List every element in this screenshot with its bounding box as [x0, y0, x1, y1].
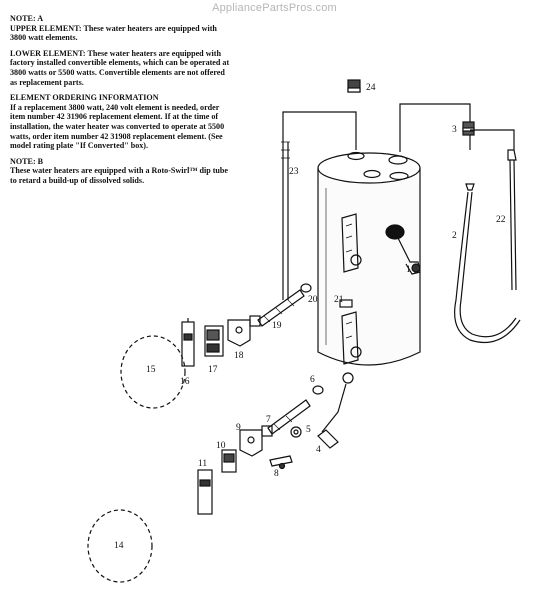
- heat-trap-tube: [470, 129, 517, 291]
- note-b-heading: NOTE: B: [10, 156, 44, 166]
- upper-element-note: UPPER ELEMENT: These water heaters are e…: [10, 24, 232, 43]
- callout-11: 11: [198, 459, 207, 469]
- callout-18: 18: [234, 351, 244, 361]
- nipple-24: [347, 79, 361, 93]
- note-a-heading: NOTE: A: [10, 14, 44, 23]
- bracket-9: [239, 429, 263, 457]
- rating-plate: [339, 299, 353, 308]
- callout-9: 9: [236, 423, 241, 433]
- diagram-drawing: [87, 79, 521, 583]
- tank-body: [317, 151, 421, 366]
- relief-valve: [385, 224, 421, 275]
- nipple-3: [462, 121, 475, 136]
- thermostat-11: [197, 469, 213, 515]
- callout-20: 20: [308, 295, 318, 305]
- upper-access-cover: [120, 335, 186, 409]
- callout-10: 10: [216, 441, 226, 451]
- notes-panel: NOTE: A UPPER ELEMENT: These water heate…: [10, 14, 232, 192]
- callout-4: 4: [316, 445, 321, 455]
- plug-8: [269, 455, 293, 470]
- bracket-18: [227, 319, 251, 347]
- gasket-6: [312, 385, 324, 395]
- upper-element-text: These water heaters are equipped with 38…: [10, 23, 217, 43]
- leader-line-3: [399, 103, 471, 152]
- note-b-text: These water heaters are equipped with a …: [10, 166, 229, 185]
- thermostat-17: [204, 325, 224, 357]
- callout-2: 2: [452, 231, 457, 241]
- callout-15: 15: [146, 365, 156, 375]
- callout-7: 7: [266, 415, 271, 425]
- thermostat-10: [221, 449, 237, 473]
- callout-1: 1: [406, 265, 411, 275]
- drain-valve: [290, 372, 354, 449]
- ordering-heading: ELEMENT ORDERING INFORMATION: [10, 93, 159, 103]
- upper-element-label: UPPER ELEMENT:: [10, 23, 82, 33]
- lower-element-text: These water heaters are equipped with fa…: [10, 48, 230, 87]
- lower-element-note: LOWER ELEMENT: These water heaters are e…: [10, 49, 232, 87]
- callout-23: 23: [289, 167, 299, 177]
- callout-8: 8: [274, 469, 279, 479]
- dip-tube: [454, 183, 521, 344]
- ordering-text: If a replacement 3800 watt, 240 volt ele…: [10, 102, 225, 151]
- callout-19: 19: [272, 321, 282, 331]
- lower-element-label: LOWER ELEMENT:: [10, 48, 86, 58]
- callout-5: 5: [306, 425, 311, 435]
- callout-24: 24: [366, 83, 376, 93]
- callout-21: 21: [334, 295, 344, 305]
- lower-element-access: [341, 311, 362, 365]
- callout-3: 3: [452, 125, 457, 135]
- callout-17: 17: [208, 365, 218, 375]
- thermostat-16: [181, 318, 195, 367]
- anode-rod: [281, 111, 357, 300]
- callout-6: 6: [310, 375, 315, 385]
- callout-16: 16: [180, 377, 190, 387]
- callout-22: 22: [496, 215, 506, 225]
- upper-element-access: [341, 213, 362, 273]
- watermark: AppliancePartsPros.com: [212, 2, 337, 14]
- lower-access-cover: [87, 509, 153, 583]
- callout-14: 14: [114, 541, 124, 551]
- gasket-20: [300, 283, 312, 293]
